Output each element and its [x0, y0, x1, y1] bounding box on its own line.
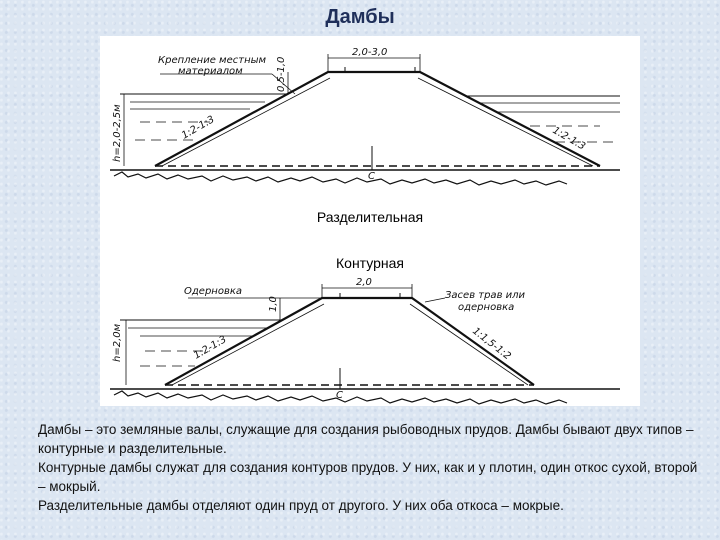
axis-mark: C — [368, 171, 375, 182]
paragraph-contour: Контурные дамбы служат для создания конт… — [38, 460, 698, 494]
dam-diagram-svg: Крепление местным материалом 2,0-3,0 0,5… — [110, 47, 620, 405]
slide-title: Дамбы — [325, 6, 395, 28]
description-text: Дамбы – это земляные валы, служащие для … — [38, 420, 698, 515]
depth-bottom-label: h=2,0м — [112, 323, 123, 362]
reinforcement-label-2: материалом — [178, 66, 243, 77]
separating-dam-drawing: Крепление местным материалом 2,0-3,0 0,5… — [110, 47, 620, 186]
crest-width-bottom-label: 2,0 — [356, 277, 372, 288]
crest-width-label: 2,0-3,0 — [352, 47, 387, 58]
sowing-label: Засев трав или — [445, 290, 526, 301]
contour-dam-caption: Контурная — [336, 255, 404, 271]
sowing-label-2: одерновка — [458, 302, 514, 313]
freeboard-label: 0,5-1,0 — [276, 57, 287, 92]
turf-label: Одерновка — [184, 286, 242, 297]
axis-mark-bottom: C — [336, 390, 343, 401]
contour-dam-drawing: Одерновка 1,0 2,0 Засев трав или одернов… — [110, 277, 620, 405]
paragraph-separating: Разделительные дамбы отделяют один пруд … — [38, 498, 564, 513]
depth-label: h=2,0-2,5м — [112, 104, 123, 162]
freeboard-bottom-label: 1,0 — [268, 296, 279, 312]
dam-drawings: Крепление местным материалом 2,0-3,0 0,5… — [100, 36, 640, 406]
separating-dam-caption: Разделительная — [316, 209, 424, 225]
contour-dam-profile — [164, 296, 535, 386]
separating-dam-profile — [154, 70, 601, 167]
paragraph-intro: Дамбы – это земляные валы, служащие для … — [38, 422, 694, 456]
reinforcement-label: Крепление местным — [158, 55, 267, 66]
